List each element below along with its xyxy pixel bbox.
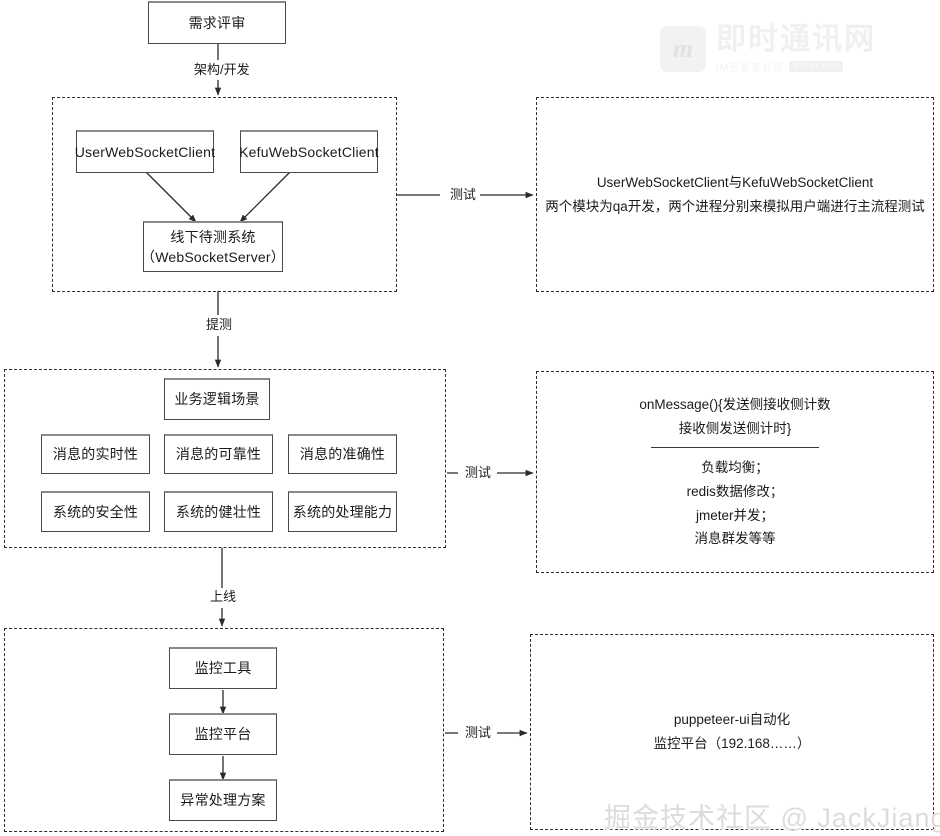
- watermark-top-text: 即时通讯网 IM开发者社区 52im.net: [716, 24, 876, 74]
- note-test-item-1: redis数据修改；: [686, 484, 784, 499]
- node-test-item-3[interactable]: 系统的安全性: [41, 491, 150, 532]
- node-kefu-websocket-client[interactable]: KefuWebSocketClient: [239, 130, 379, 173]
- section-development-group: [52, 97, 397, 292]
- section-test-scope-group: [4, 369, 446, 548]
- note-section-monitoring: puppeteer-ui自动化 监控平台（192.168……）: [530, 634, 934, 830]
- section-monitoring-group: [4, 628, 444, 832]
- node-test-item-5[interactable]: 系统的处理能力: [288, 491, 397, 532]
- note-section-test-scope: onMessage(){发送侧接收侧计数 接收侧发送侧计时} 负载均衡； red…: [536, 371, 934, 573]
- note-test-item-0: 负载均衡；: [701, 460, 769, 476]
- note-section-development: UserWebSocketClient与KefuWebSocketClient …: [536, 97, 934, 292]
- note-test-item-2: jmeter并发；: [695, 507, 774, 523]
- node-monitoring-tool[interactable]: 监控工具: [169, 647, 277, 689]
- watermark-top-subtitle-pill: 52im.net: [789, 60, 844, 72]
- node-test-item-4[interactable]: 系统的健壮性: [164, 491, 273, 532]
- node-requirement-review[interactable]: 需求评审: [148, 1, 286, 44]
- connector-label-test-2: 测试: [461, 466, 496, 479]
- watermark-top-subtitle: IM开发者社区 52im.net: [716, 59, 876, 74]
- watermark-logo-icon: m: [660, 25, 706, 72]
- connector-label-go-live: 上线: [206, 590, 241, 603]
- node-monitoring-platform[interactable]: 监控平台: [169, 713, 277, 755]
- note-test-head-line2: 接收侧发送侧计时}: [678, 420, 792, 436]
- watermark-bottom: 掘金技术社区 @ JackJiang: [604, 803, 940, 833]
- node-business-logic-scenario[interactable]: 业务逻辑场景: [164, 378, 270, 420]
- node-exception-handling-plan[interactable]: 异常处理方案: [169, 779, 277, 821]
- note-development-line1: UserWebSocketClient与KefuWebSocketClient: [596, 174, 874, 190]
- node-offline-test-system-line2: （WebSocketServer）: [141, 249, 285, 265]
- connector-label-arch-dev: 架构/开发: [190, 63, 254, 76]
- note-monitoring-line2: 监控平台（192.168……）: [653, 736, 811, 751]
- node-test-item-0[interactable]: 消息的实时性: [41, 434, 150, 474]
- note-monitoring-line1: puppeteer-ui自动化: [673, 712, 791, 728]
- connector-label-submit-test: 提测: [202, 318, 237, 331]
- watermark-top-subtitle-text: IM开发者社区: [716, 62, 785, 74]
- node-user-websocket-client[interactable]: UserWebSocketClient: [75, 130, 215, 173]
- connector-label-test-1: 测试: [446, 188, 481, 201]
- node-test-item-2[interactable]: 消息的准确性: [288, 434, 397, 474]
- note-development-line2: 两个模块为qa开发，两个进程分别来模拟用户端进行主流程测试: [545, 198, 925, 214]
- note-divider: [651, 447, 819, 449]
- node-offline-test-system-line1: 线下待测系统: [170, 228, 256, 245]
- watermark-top-title: 即时通讯网: [716, 23, 876, 56]
- note-test-head-line1: onMessage(){发送侧接收侧计数: [639, 397, 831, 413]
- node-test-item-1[interactable]: 消息的可靠性: [164, 434, 273, 474]
- node-offline-test-system[interactable]: 线下待测系统 （WebSocketServer）: [141, 221, 285, 272]
- note-test-item-3: 消息群发等等: [694, 531, 776, 547]
- watermark-top: m 即时通讯网 IM开发者社区 52im.net: [660, 24, 876, 74]
- connector-label-test-3: 测试: [461, 726, 496, 739]
